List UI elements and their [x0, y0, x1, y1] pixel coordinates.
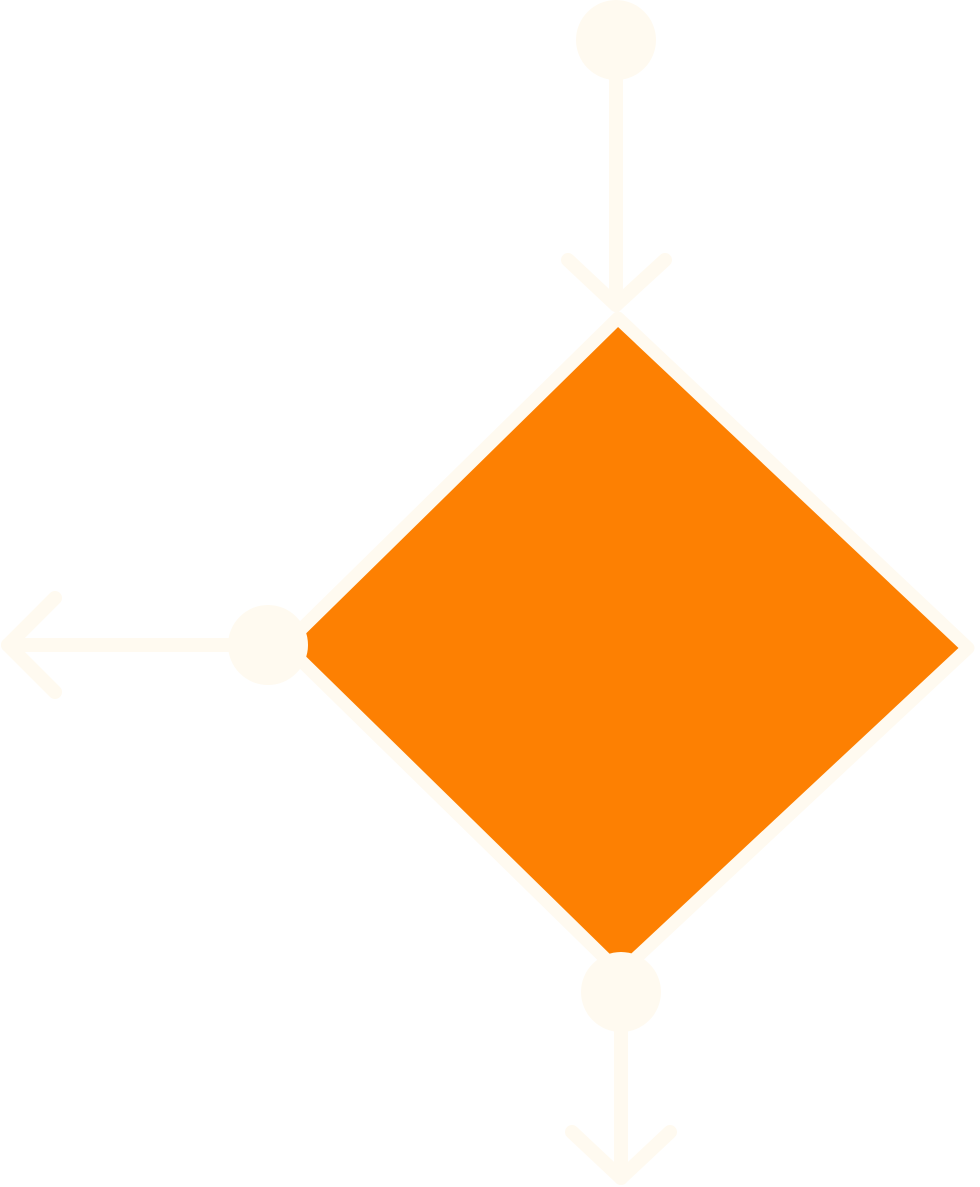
top-arrowhead-icon — [561, 253, 672, 312]
top-connector — [561, 0, 672, 312]
left-arrowhead-icon — [1, 591, 62, 699]
bottom-connector-node[interactable] — [581, 952, 661, 1032]
left-connector-node[interactable] — [228, 605, 308, 685]
bottom-connector — [565, 952, 677, 1185]
top-connector-node[interactable] — [576, 0, 656, 80]
bottom-arrowhead-icon — [565, 1125, 677, 1185]
left-connector — [1, 591, 308, 699]
decision-diamond — [278, 311, 975, 980]
